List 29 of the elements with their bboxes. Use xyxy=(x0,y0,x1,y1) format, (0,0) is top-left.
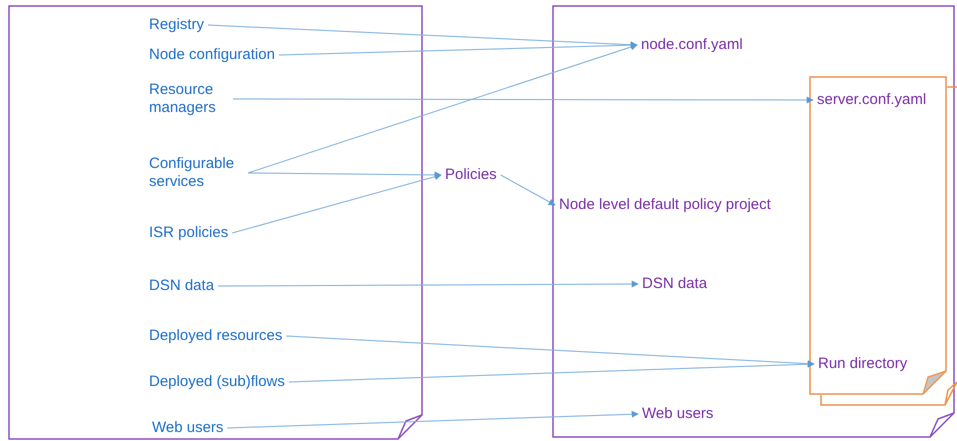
node-label: Node configuration xyxy=(149,46,275,64)
node-label: Run directory xyxy=(818,355,908,373)
node-label: DSN data xyxy=(149,277,214,295)
arrow xyxy=(278,42,638,56)
node-label: Node level default policy project xyxy=(559,196,771,214)
node-label: Web users xyxy=(642,405,714,423)
arrow xyxy=(248,171,442,178)
arrow xyxy=(288,360,815,382)
arrow xyxy=(208,24,638,48)
document-panel xyxy=(8,5,423,440)
node-label: Configurable services xyxy=(149,155,244,191)
arrow xyxy=(286,336,815,368)
document-panel xyxy=(552,5,955,438)
arrow xyxy=(232,96,814,104)
node-label: node.conf.yaml xyxy=(641,36,743,54)
node-label: DSN data xyxy=(642,275,708,293)
node-label: Web users xyxy=(152,419,224,437)
node-label: Deployed resources xyxy=(149,327,282,345)
node-label: Registry xyxy=(149,16,204,34)
node-label: Deployed (sub)flows xyxy=(149,373,285,391)
arrow xyxy=(248,44,638,174)
node-label: Policies xyxy=(445,166,497,184)
arrow xyxy=(226,410,639,428)
arrow xyxy=(232,173,442,234)
arrow xyxy=(218,280,639,288)
arrow xyxy=(500,174,556,206)
node-label: Resource managers xyxy=(149,81,229,117)
node-label: ISR policies xyxy=(149,224,228,242)
node-label: server.conf.yaml xyxy=(817,91,926,109)
